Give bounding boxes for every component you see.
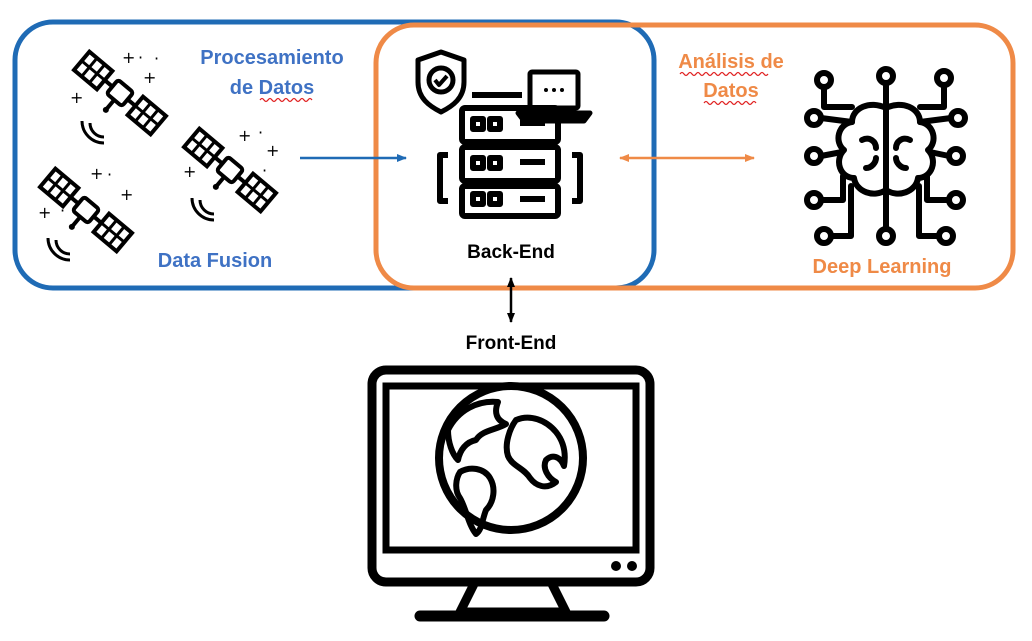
svg-text:·: · [107, 165, 112, 184]
procesamiento-label-line2: de Datos [230, 77, 314, 99]
svg-text:+: + [38, 203, 51, 222]
laptop-icon [515, 69, 593, 124]
svg-text:·: · [150, 95, 155, 114]
server-icon [437, 92, 583, 219]
shield-check-icon [415, 49, 467, 115]
svg-text:+: + [122, 48, 135, 67]
svg-text:+: + [90, 164, 103, 183]
back-end-label: Back-End [467, 242, 555, 263]
front-end-label: Front-End [466, 333, 557, 354]
data-analysis-region [373, 22, 1016, 291]
svg-text:+: + [70, 88, 83, 107]
spellcheck-squiggle [679, 71, 769, 77]
spellcheck-squiggle [703, 100, 757, 106]
brain-circuit-icon [804, 66, 968, 246]
svg-text:·: · [60, 201, 65, 220]
data-fusion-label: Data Fusion [158, 250, 272, 272]
sparkle-icons: +·· ++· ++· +· +·+ +·· [38, 48, 279, 236]
svg-text:·: · [108, 217, 113, 236]
svg-text:·: · [262, 161, 267, 180]
svg-text:·: · [154, 49, 159, 68]
svg-text:·: · [258, 123, 263, 142]
analisis-label-line1: Análisis de [678, 51, 784, 73]
svg-text:+: + [238, 126, 251, 145]
svg-text:+: + [143, 68, 156, 87]
svg-text:+: + [183, 162, 196, 181]
svg-text:+: + [266, 141, 279, 160]
svg-text:·: · [138, 48, 143, 67]
analisis-label-line2: Datos [703, 80, 759, 102]
svg-text:+: + [120, 185, 133, 204]
deep-learning-label: Deep Learning [813, 256, 952, 278]
procesamiento-label-line1: Procesamiento [200, 47, 343, 69]
spellcheck-squiggle [259, 97, 313, 103]
monitor-globe-icon [367, 365, 655, 622]
